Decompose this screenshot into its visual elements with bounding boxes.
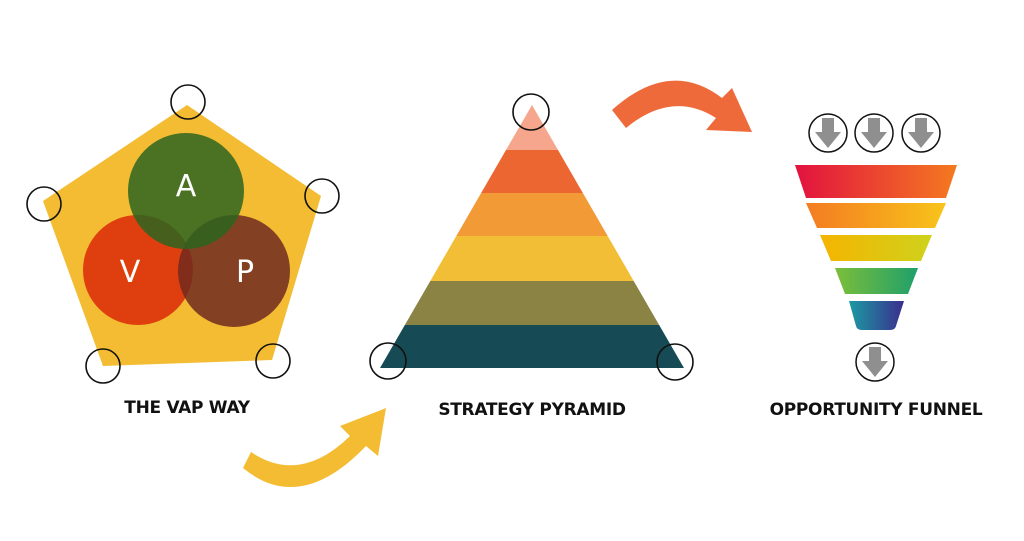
circle-a xyxy=(128,133,244,249)
down-arrow-icon xyxy=(808,113,848,153)
pyramid-marker-right xyxy=(656,343,694,381)
vertex-marker-top xyxy=(170,84,206,120)
vap-caption: THE VAP WAY xyxy=(124,398,250,418)
pyramid-layer-4 xyxy=(430,236,634,281)
funnel-layer-4 xyxy=(835,268,918,294)
vap-diagram: A V P xyxy=(26,84,340,384)
pyramid-marker-top xyxy=(512,93,550,131)
pyramid-marker-left xyxy=(369,342,407,380)
vertex-marker-bottom-right xyxy=(255,343,291,379)
pyramid-layer-1 xyxy=(505,105,559,150)
funnel-input-arrows xyxy=(808,113,941,153)
curved-arrow-top xyxy=(612,80,752,132)
strategy-pyramid xyxy=(380,105,684,368)
funnel-layer-1 xyxy=(795,165,957,198)
letter-v: V xyxy=(120,255,141,290)
pyramid-layer-5 xyxy=(404,281,660,325)
curved-arrow-bottom xyxy=(243,408,386,488)
opportunity-funnel xyxy=(795,165,957,330)
pyramid-layer-2 xyxy=(481,150,583,193)
vertex-marker-right xyxy=(304,178,340,214)
vertex-marker-bottom-left xyxy=(85,348,121,384)
pyramid-caption: STRATEGY PYRAMID xyxy=(438,400,626,420)
funnel-layer-2 xyxy=(806,203,946,228)
funnel-caption: OPPORTUNITY FUNNEL xyxy=(769,400,983,420)
vertex-marker-left xyxy=(26,186,62,222)
down-arrow-icon xyxy=(854,113,894,153)
letter-p: P xyxy=(236,255,254,290)
pyramid-layer-3 xyxy=(456,193,608,236)
down-arrow-icon xyxy=(901,113,941,153)
down-arrow-icon xyxy=(855,342,895,382)
funnel-layer-3 xyxy=(820,235,932,261)
letter-a: A xyxy=(176,169,197,204)
funnel-layer-5 xyxy=(849,301,904,330)
pyramid-layer-6 xyxy=(380,325,684,368)
